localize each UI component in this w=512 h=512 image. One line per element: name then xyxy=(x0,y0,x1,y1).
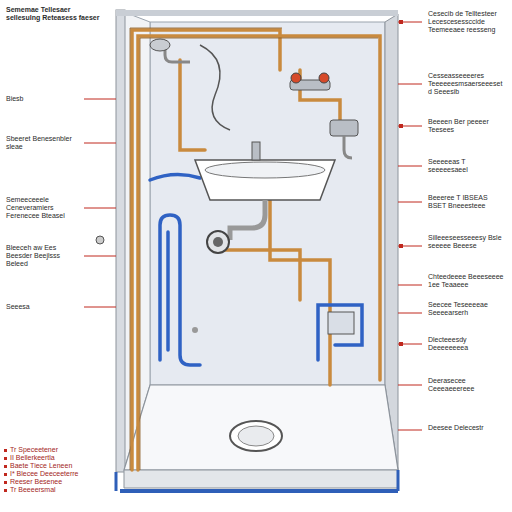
basin-bowl xyxy=(195,160,335,200)
tap-assembly xyxy=(290,73,358,158)
copper-pipe xyxy=(138,36,380,470)
part-label: Cesseasseeeeres Teeeeeesmsaerseeesetd Se… xyxy=(428,72,506,96)
part-label: Sbeeret Benesenbler sleae xyxy=(6,135,78,151)
part-label: Deerasecee Ceeeaeeereee xyxy=(428,377,506,393)
copper-pipe xyxy=(215,250,300,300)
list-bullet xyxy=(4,449,7,492)
part-label: Biesb xyxy=(6,95,78,103)
part-label: Beeeree T IBSEAS BSET Bneeesteee xyxy=(428,194,506,210)
list-bullet xyxy=(4,473,7,476)
list-bullet xyxy=(4,457,7,460)
cold-pipe xyxy=(318,305,362,360)
part-label: Bleeceh aw Ees Beesder Beejlsss Beleed xyxy=(6,244,78,268)
tap-handle xyxy=(319,73,329,83)
basin-tap xyxy=(252,142,260,160)
wall-tick xyxy=(399,20,403,24)
leader-line xyxy=(84,99,116,307)
leader-line xyxy=(84,143,116,144)
spout xyxy=(344,136,352,158)
part-label: Seecee Teseeeeae Seeeearserh xyxy=(428,301,506,317)
wash-basin xyxy=(195,142,335,253)
wall-tick xyxy=(399,244,403,248)
wall-outlet xyxy=(207,231,229,253)
base-seal xyxy=(397,470,400,491)
part-label: Beeeen Ber peeeer Teesees xyxy=(428,118,506,134)
list-item: II Bellerkeertla xyxy=(10,454,110,462)
leader-line xyxy=(84,208,116,209)
floor-drain xyxy=(230,421,282,451)
tap-handle xyxy=(291,73,301,83)
list-item: Tr Speceetener xyxy=(10,446,110,454)
part-label: Silleeeseesseeesy Bsle seeeee Beeese xyxy=(428,234,506,250)
part-label: Deesee Delecestr xyxy=(428,424,506,432)
leader-line xyxy=(84,99,116,100)
part-label: Cesecib de Telltesteer Lecescesessccide … xyxy=(428,10,506,34)
part-label: Seeeeeas T seeeeesaeel xyxy=(428,158,506,174)
leader-line xyxy=(398,22,422,430)
wall-tick xyxy=(399,342,403,346)
cold-pipe xyxy=(166,232,170,350)
wall-tick xyxy=(399,20,403,346)
base-seal xyxy=(120,489,398,493)
tray-front xyxy=(124,470,398,488)
pipe-outline xyxy=(140,38,378,470)
list-item: Baete Tiece Leneen xyxy=(10,462,110,470)
list-bullet xyxy=(4,449,7,452)
cold-pipe xyxy=(150,174,200,180)
leader-line xyxy=(398,285,422,286)
pipe-outline xyxy=(130,28,378,470)
leader-line xyxy=(84,256,116,257)
wall-cap xyxy=(116,10,398,16)
list-bullet xyxy=(4,481,7,484)
list-bullet xyxy=(4,489,7,492)
list-item: I* Blecee Deeceeterre xyxy=(10,470,110,478)
mixer xyxy=(330,120,358,136)
cold-pipe xyxy=(150,174,362,365)
wall-outlet xyxy=(213,237,223,247)
shower-hose xyxy=(200,45,230,130)
floor-drain xyxy=(238,426,274,446)
fitting xyxy=(192,327,198,333)
list-bullet xyxy=(4,465,7,468)
list-item: Reeser Besenee xyxy=(10,478,110,486)
leader-line xyxy=(398,84,422,85)
shower-head xyxy=(150,39,170,51)
waste-pipe xyxy=(230,200,265,240)
wall-tick xyxy=(399,124,403,128)
copper-pipe xyxy=(180,60,205,150)
base-seal xyxy=(115,472,118,491)
copper-pipe xyxy=(300,70,340,120)
part-label: Seeesa xyxy=(6,303,78,311)
copper-pipe xyxy=(132,30,380,470)
cold-pipe xyxy=(160,215,200,365)
leader-line xyxy=(398,202,422,203)
back-wall xyxy=(150,22,385,385)
left-wall-edge xyxy=(116,10,125,472)
leader-line xyxy=(398,313,422,314)
leader-line xyxy=(398,166,422,167)
fitting xyxy=(96,236,104,244)
list-item: Tr Beeeersmal xyxy=(10,486,110,494)
shower-tray xyxy=(124,385,398,470)
valve-box xyxy=(328,312,354,334)
part-label: Sememae Tellesaer sellesulng Reteasess f… xyxy=(6,6,106,22)
leader-line xyxy=(398,385,422,386)
leader-line xyxy=(84,307,116,308)
leader-line xyxy=(398,430,422,431)
part-label: Semeeceeele Ceneveramiers Ferenecee Btea… xyxy=(6,196,78,220)
pipe-outline xyxy=(130,28,282,470)
basin-rim xyxy=(205,162,325,178)
part-label: Dlecteeesdy Deeeeeeeea xyxy=(428,336,506,352)
part-label: Chteedeeee Beeeseeee 1ee Teaaeee xyxy=(428,273,506,289)
